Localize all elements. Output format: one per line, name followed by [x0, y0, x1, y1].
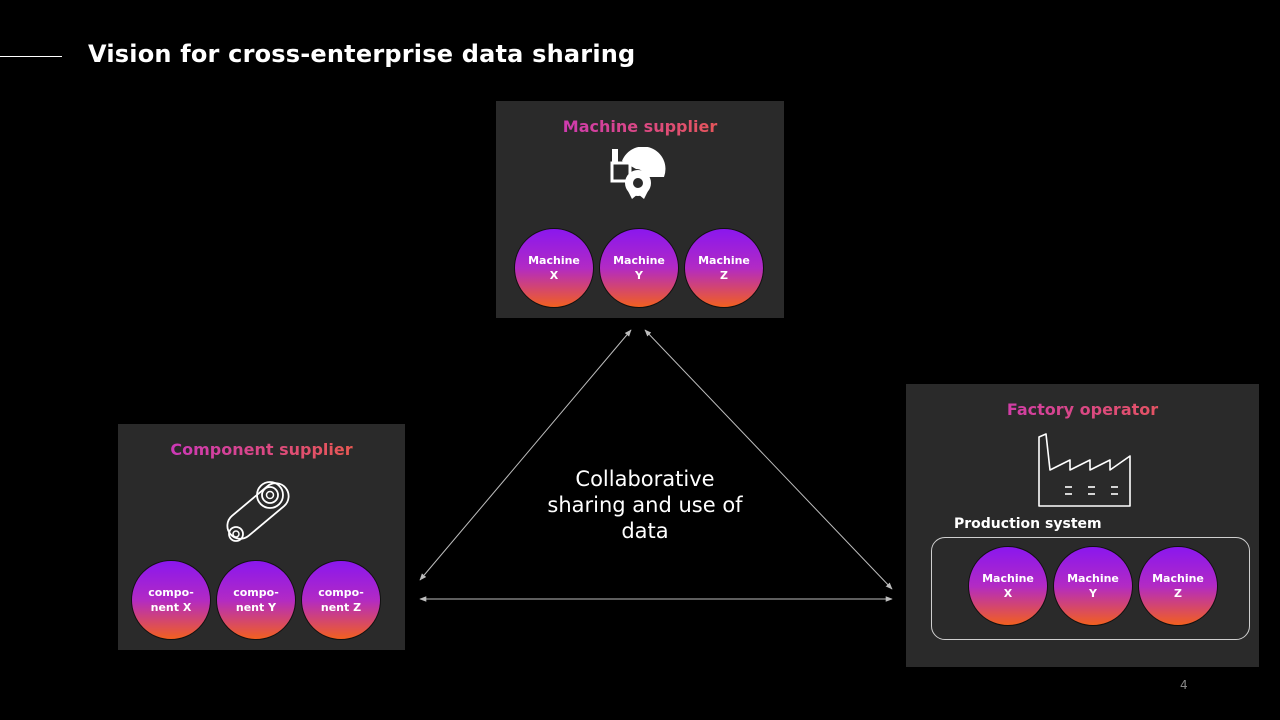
factory-operator-panel: Factory operator Production system Machi…: [906, 384, 1259, 667]
collaborative-sharing-label: Collaborative sharing and use of data: [547, 467, 743, 543]
component-supplier-panel: Component supplier compo- nent X compo- …: [118, 424, 405, 650]
factory-machine-y-circle: Machine Y: [1053, 546, 1133, 626]
factory-icon: [1038, 433, 1131, 507]
factory-machine-z-circle: Machine Z: [1138, 546, 1218, 626]
arrow-component-machine: [419, 329, 632, 581]
machine-supplier-panel: Machine supplier Machine X Machine Y Mac…: [496, 101, 784, 318]
component-x-circle: compo- nent X: [131, 560, 211, 640]
belt-pulley-icon: [226, 481, 290, 542]
component-y-circle: compo- nent Y: [216, 560, 296, 640]
production-system-label: Production system: [954, 516, 1102, 532]
saw-machine-icon: [610, 147, 666, 199]
factory-operator-title: Factory operator: [906, 400, 1259, 419]
component-z-circle: compo- nent Z: [301, 560, 381, 640]
title-rule: [0, 56, 62, 57]
production-system-box: [931, 537, 1250, 640]
component-supplier-title: Component supplier: [118, 440, 405, 459]
machine-supplier-title: Machine supplier: [496, 117, 784, 136]
slide-title: Vision for cross-enterprise data sharing: [88, 40, 636, 68]
machine-y-circle: Machine Y: [599, 228, 679, 308]
machine-x-circle: Machine X: [514, 228, 594, 308]
page-number: 4: [1180, 678, 1188, 692]
arrow-machine-factory: [644, 329, 893, 590]
factory-machine-x-circle: Machine X: [968, 546, 1048, 626]
machine-z-circle: Machine Z: [684, 228, 764, 308]
